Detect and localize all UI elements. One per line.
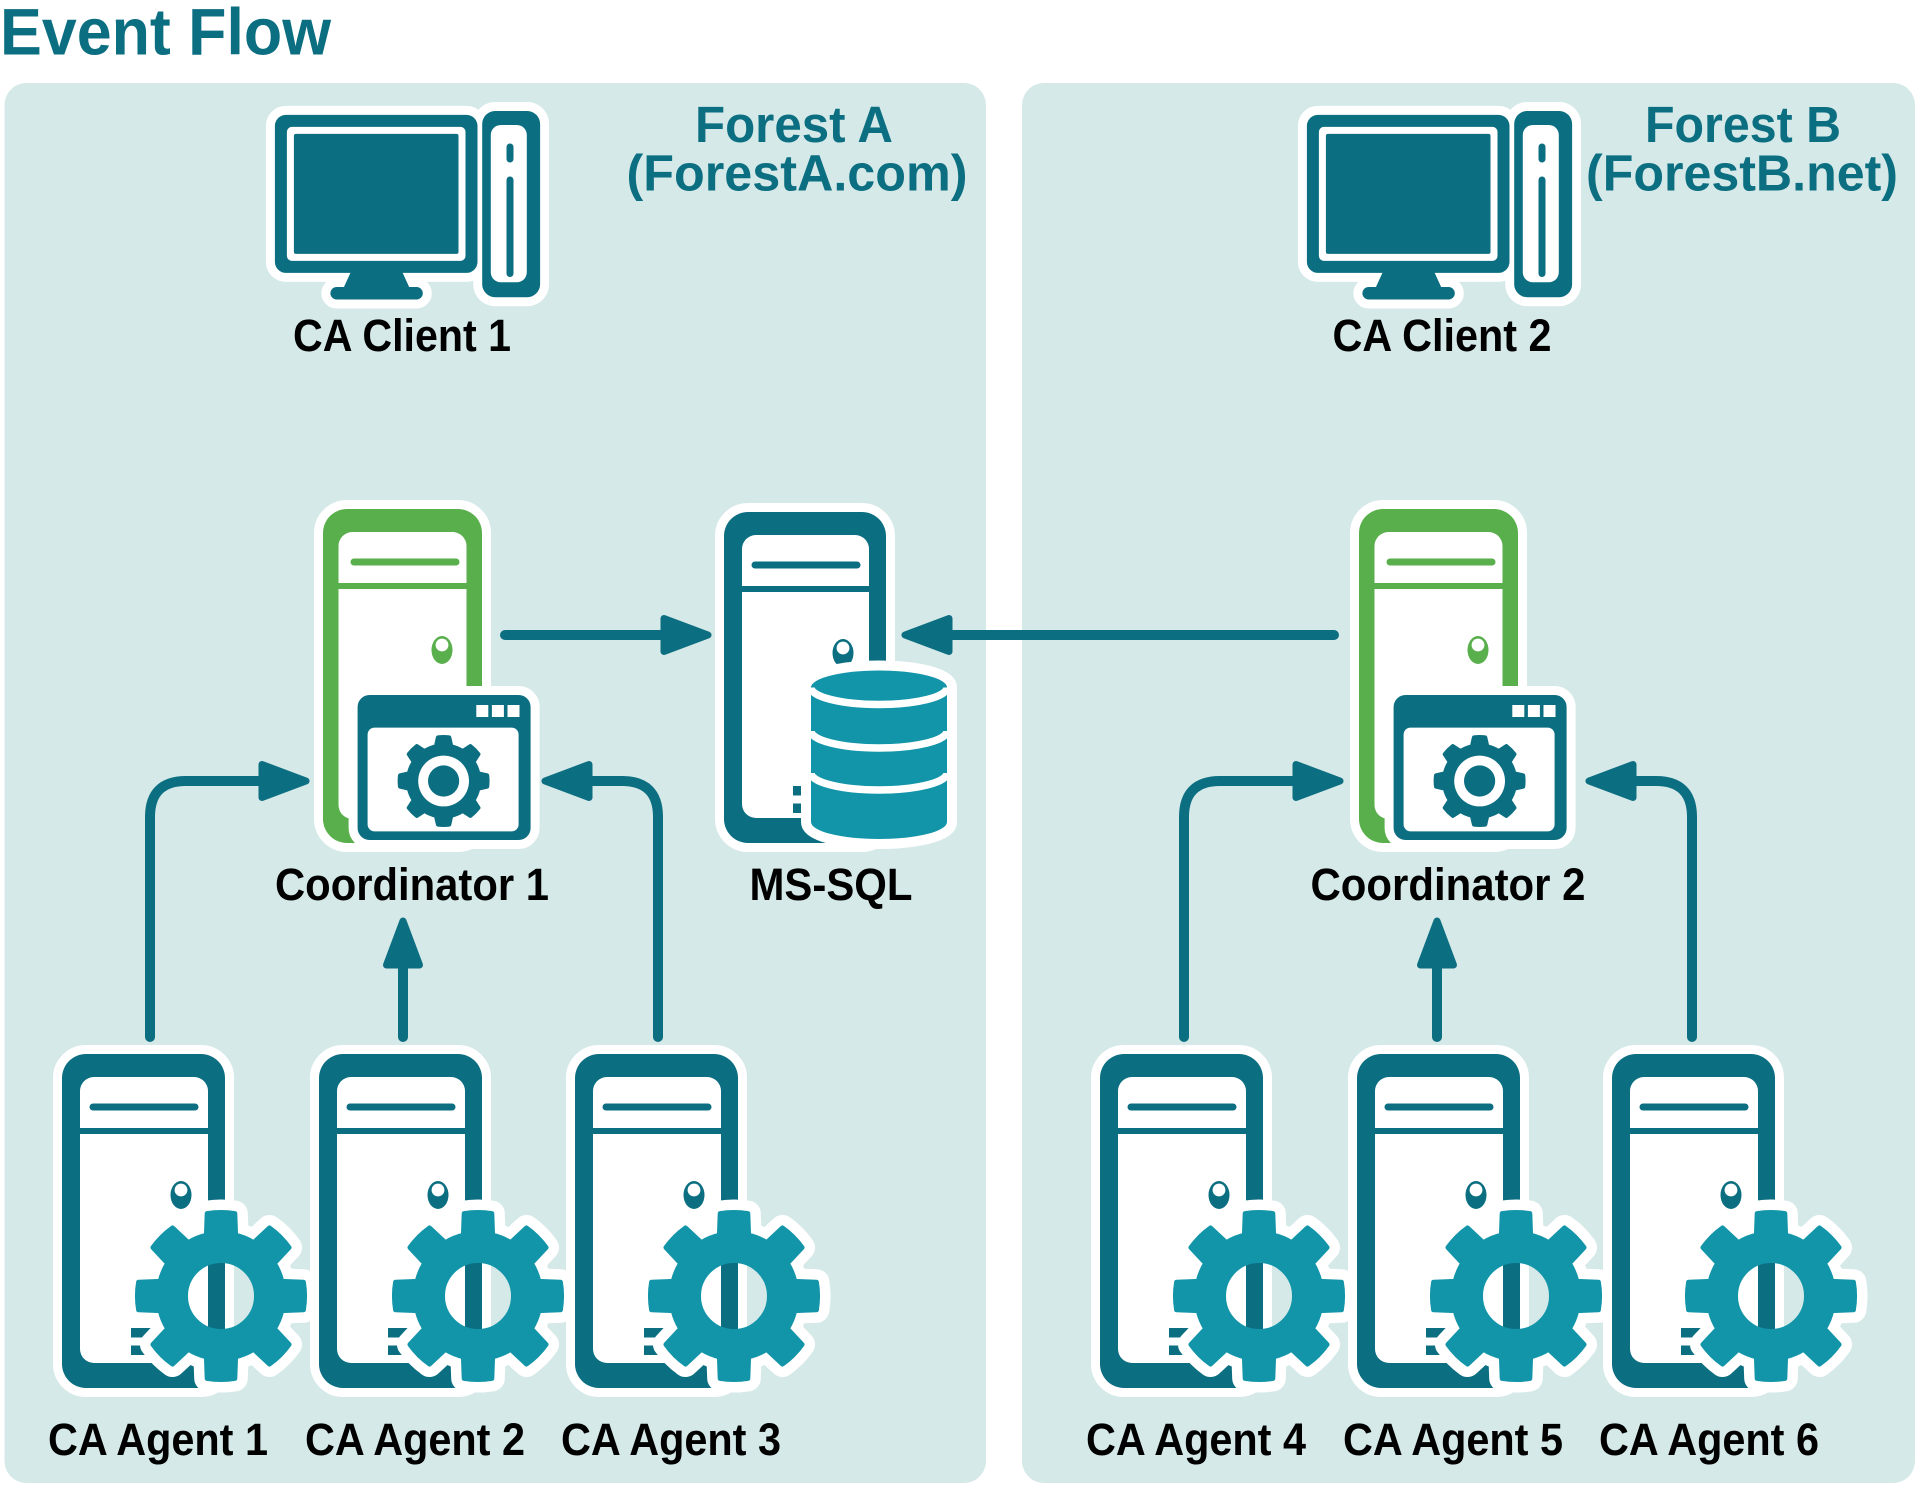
svg-text:(ForestB.net): (ForestB.net)	[1586, 145, 1898, 202]
svg-text:(ForestA.com): (ForestA.com)	[627, 145, 968, 202]
svg-text:CA Agent 1: CA Agent 1	[48, 1414, 268, 1465]
svg-text:Event Flow: Event Flow	[0, 0, 332, 69]
svg-text:CA Client 1: CA Client 1	[293, 310, 511, 361]
svg-text:Coordinator 2: Coordinator 2	[1311, 859, 1586, 910]
svg-text:CA Client 2: CA Client 2	[1333, 310, 1552, 361]
svg-text:Forest B: Forest B	[1645, 96, 1841, 153]
svg-text:Coordinator 1: Coordinator 1	[275, 859, 549, 910]
svg-text:CA Agent 2: CA Agent 2	[305, 1414, 525, 1465]
svg-text:CA Agent 6: CA Agent 6	[1599, 1414, 1819, 1465]
svg-text:Forest A: Forest A	[695, 96, 893, 153]
svg-text:CA Agent 3: CA Agent 3	[561, 1414, 781, 1465]
svg-text:CA Agent 4: CA Agent 4	[1086, 1414, 1306, 1465]
svg-text:MS-SQL: MS-SQL	[750, 859, 913, 910]
svg-text:CA Agent 5: CA Agent 5	[1343, 1414, 1563, 1465]
